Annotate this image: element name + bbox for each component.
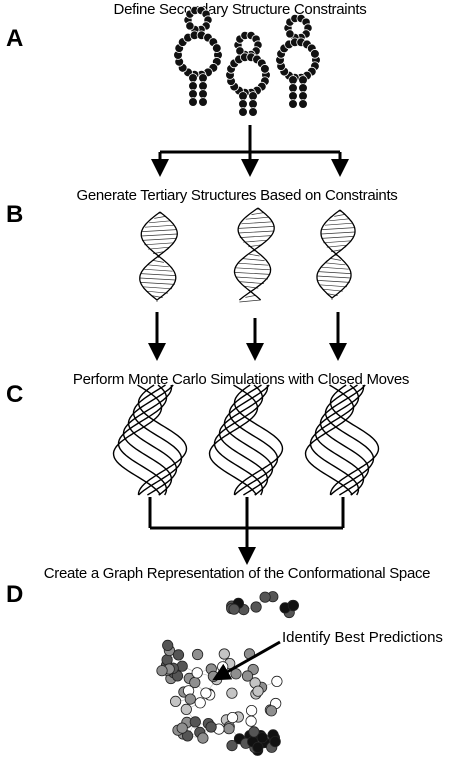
graph-node [180,703,192,716]
graph-node [287,599,299,612]
graph-node [156,665,168,677]
helix-3 [316,209,356,300]
graph-node [252,685,264,697]
graph-node [218,648,230,660]
ensemble-1 [112,384,188,496]
graph-node [241,670,254,682]
hairpin-2 [225,30,271,117]
graph-node [226,687,238,699]
panel-b-label: B [6,201,23,228]
hairpin-3 [275,13,321,109]
graph-node [182,730,194,742]
graph-node [205,721,217,733]
arrows-a-to-b [151,125,349,177]
graph-node [269,735,281,748]
graph-node [189,716,201,728]
graph-node [226,739,238,752]
monte-carlo-ensembles [112,384,380,496]
graph-node [162,639,174,652]
callout-label: Identify Best Predictions [282,629,443,646]
graph-node [194,697,206,709]
conformational-graph [156,591,299,756]
graph-node [217,661,229,673]
graph-node [271,675,283,688]
panel-c-title: Perform Monte Carlo Simulations with Clo… [73,371,409,388]
graph-node [191,667,203,679]
graph-node [170,695,182,708]
arrows-b-to-c [148,312,347,361]
graph-node [259,591,271,603]
ensemble-3 [304,384,380,496]
graph-node [265,705,277,717]
graph-node [250,601,262,613]
panel-c-label: C [6,381,23,408]
helix-1 [139,211,178,302]
panel-a-title: Define Secondary Structure Constraints [114,1,367,18]
graph-node [248,726,260,738]
graph-node [246,704,258,717]
panel-d-label: D [6,581,23,608]
graph-node [176,722,188,734]
graph-node [226,711,239,724]
graph-node [197,732,209,744]
graph-node [184,693,196,705]
best-prediction-arrow [212,640,281,681]
tertiary-structures [139,207,356,303]
graph-node [228,603,240,615]
helix-2 [233,207,275,303]
panel-a-label: A [6,25,23,52]
graph-node [192,648,204,661]
graph-node [245,715,257,727]
arrows-c-to-d [148,497,345,565]
graph-node [223,723,235,735]
secondary-structure-hairpins [173,5,321,117]
graph-node [252,741,264,754]
hairpin-1 [173,5,223,107]
panel-b-title: Generate Tertiary Structures Based on Co… [76,187,397,204]
graph-node [256,732,268,744]
graph-node [200,687,212,699]
graph-nodes [156,591,299,756]
graph-node [172,649,185,661]
graph-node [207,670,219,683]
ensemble-2 [208,384,284,496]
panel-d-title: Create a Graph Representation of the Con… [44,565,430,582]
